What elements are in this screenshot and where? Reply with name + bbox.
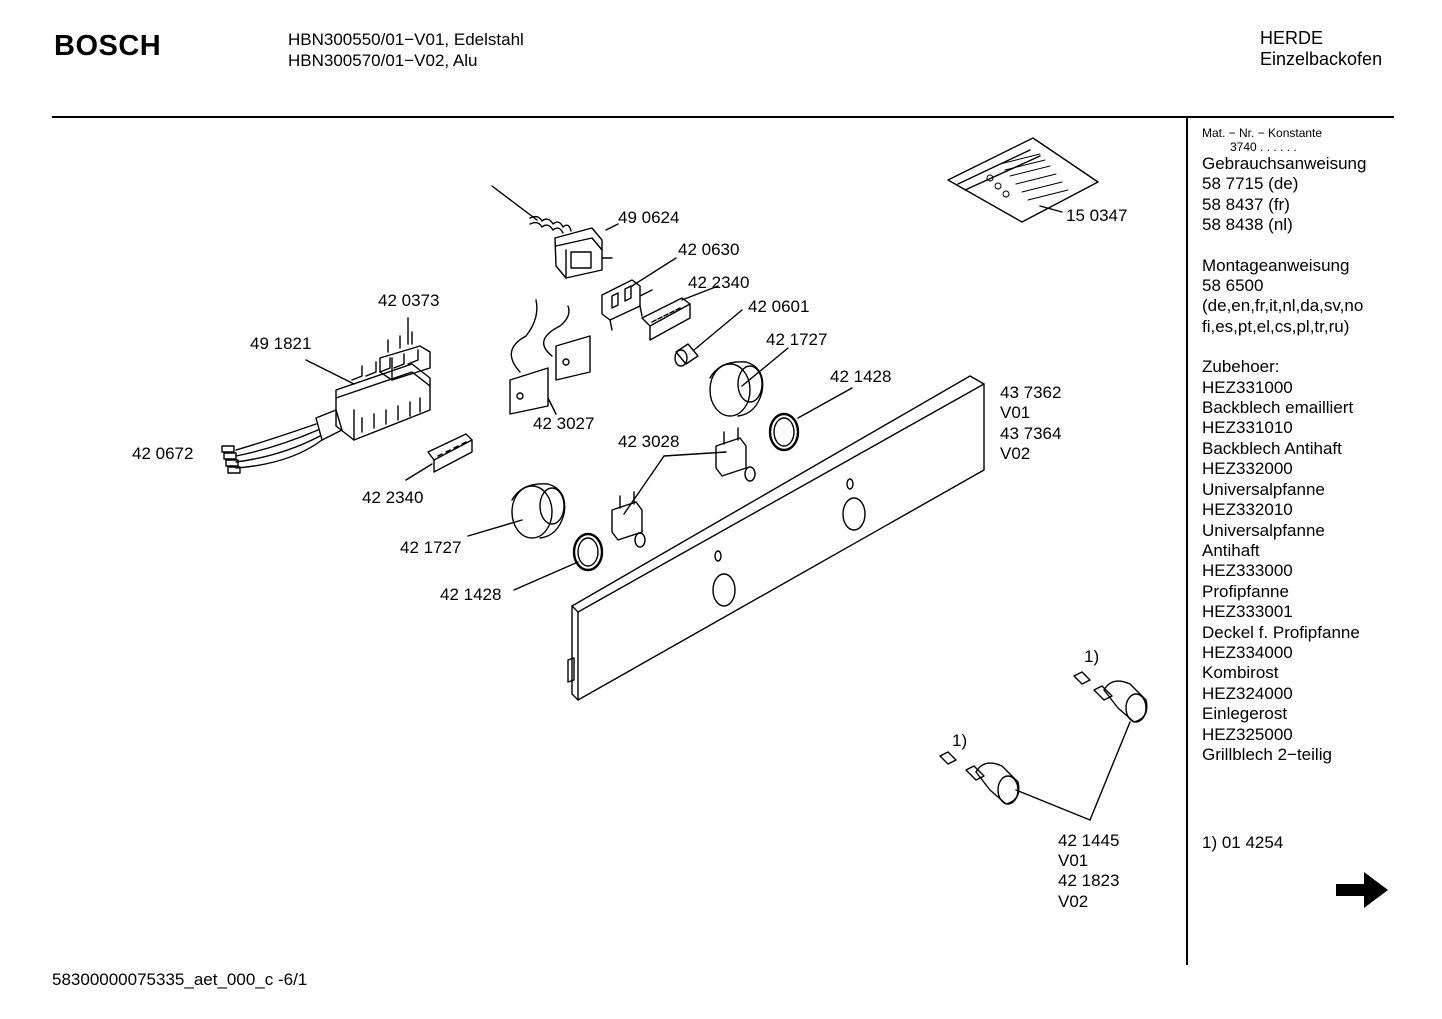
wire-harness-part bbox=[221, 409, 343, 474]
wire-bracket-part bbox=[509, 299, 591, 415]
label-42-3028: 42 3028 bbox=[618, 432, 679, 451]
sidebar-line: HEZ332000 bbox=[1202, 459, 1293, 479]
ring-upper bbox=[768, 412, 800, 452]
label-variant-v01-panel: V01 bbox=[1000, 403, 1030, 422]
sidebar-line: Antihaft bbox=[1202, 540, 1260, 560]
control-panel-part bbox=[567, 375, 985, 701]
control-knob-lower bbox=[939, 751, 1020, 805]
sidebar-line: Backblech emailliert bbox=[1202, 398, 1354, 418]
sidebar-line: Profipfanne bbox=[1202, 581, 1289, 601]
connector-small-part bbox=[379, 331, 431, 381]
label-42-1727-upper: 42 1727 bbox=[766, 330, 827, 349]
terminal-strip-part bbox=[335, 349, 431, 441]
header-divider bbox=[52, 116, 1394, 118]
sidebar-line: HEZ333001 bbox=[1202, 602, 1293, 622]
connector-part-lower bbox=[427, 433, 473, 473]
label-42-2340-lower: 42 2340 bbox=[362, 488, 423, 507]
sidebar-line: HEZ324000 bbox=[1202, 683, 1293, 703]
sidebar-line: HEZ331000 bbox=[1202, 377, 1293, 397]
model-line-1: HBN300550/01−V01, Edelstahl bbox=[288, 30, 524, 49]
sidebar-line: 58 7715 (de) bbox=[1202, 174, 1299, 194]
label-49-1821: 49 1821 bbox=[250, 334, 311, 353]
label-42-1823: 42 1823 bbox=[1058, 871, 1119, 890]
label-42-0373: 42 0373 bbox=[378, 291, 439, 310]
label-variant-v02-knob: V02 bbox=[1058, 892, 1088, 911]
sidebar-line: Universalpfanne bbox=[1202, 520, 1325, 540]
knob-sleeve-lower bbox=[511, 483, 566, 539]
connector-part-upper bbox=[641, 297, 691, 341]
label-42-1428-upper: 42 1428 bbox=[830, 367, 891, 386]
mat-nr-label: Mat. − Nr. − Konstante bbox=[1202, 126, 1323, 140]
footnote-marker-upper: 1) bbox=[1084, 647, 1099, 666]
sidebar-divider bbox=[1186, 117, 1188, 965]
sidebar-line: (de,en,fr,it,nl,da,sv,no bbox=[1202, 296, 1364, 316]
sidebar-line: Universalpfanne bbox=[1202, 479, 1325, 499]
brand-logo: BOSCH bbox=[54, 30, 162, 62]
label-49-0624: 49 0624 bbox=[618, 208, 679, 227]
product-category: HERDE Einzelbackofen bbox=[1260, 28, 1382, 70]
label-42-0630: 42 0630 bbox=[678, 240, 739, 259]
label-42-0672: 42 0672 bbox=[132, 444, 193, 463]
document-id: 58300000075335_aet_000_c -6/1 bbox=[52, 970, 308, 989]
sidebar-line: fi,es,pt,el,cs,pl,tr,ru) bbox=[1202, 316, 1350, 336]
sidebar-line: Einlegerost bbox=[1202, 704, 1288, 724]
sidebar-line: HEZ332010 bbox=[1202, 500, 1293, 520]
sidebar-line: Backblech Antihaft bbox=[1202, 438, 1342, 458]
category-line-2: Einzelbackofen bbox=[1260, 49, 1383, 69]
sidebar-line: Zubehoer: bbox=[1202, 357, 1280, 377]
category-line-1: HERDE bbox=[1260, 28, 1324, 48]
sidebar-line: 58 8438 (nl) bbox=[1202, 215, 1293, 235]
footnote-marker-lower: 1) bbox=[952, 731, 967, 750]
sidebar-line: Deckel f. Profipfanne bbox=[1202, 622, 1360, 642]
label-42-2340-upper: 42 2340 bbox=[688, 273, 749, 292]
sidebar-line: Kombirost bbox=[1202, 663, 1279, 683]
sidebar-line: HEZ333000 bbox=[1202, 561, 1293, 581]
sidebar-line: Grillblech 2−teilig bbox=[1202, 744, 1332, 764]
spindle-part bbox=[674, 343, 699, 367]
thermostat-part bbox=[491, 185, 613, 279]
label-42-1727-lower: 42 1727 bbox=[400, 538, 461, 557]
sidebar-info: Mat. − Nr. − Konstante 3740 . . . . . . … bbox=[1202, 126, 1392, 765]
label-42-1445: 42 1445 bbox=[1058, 831, 1119, 850]
mat-nr-value: 3740 . . . . . . bbox=[1230, 140, 1297, 154]
label-42-0601: 42 0601 bbox=[748, 297, 809, 316]
sidebar-line: 58 8437 (fr) bbox=[1202, 194, 1290, 214]
label-43-7362: 43 7362 bbox=[1000, 383, 1061, 402]
knob-sleeve-upper bbox=[709, 361, 764, 417]
sidebar-line: Montageanweisung bbox=[1202, 255, 1350, 275]
label-variant-v01-knob: V01 bbox=[1058, 851, 1088, 870]
sidebar-line: HEZ331010 bbox=[1202, 418, 1293, 438]
sidebar-line: Gebrauchsanweisung bbox=[1202, 154, 1367, 173]
control-knob-upper bbox=[1073, 671, 1148, 723]
bracket-part bbox=[601, 279, 653, 331]
label-variant-v02-panel: V02 bbox=[1000, 444, 1030, 463]
screw-bag-part bbox=[947, 137, 1099, 223]
label-42-3027: 42 3027 bbox=[533, 414, 594, 433]
sidebar-line: HEZ325000 bbox=[1202, 724, 1293, 744]
label-42-1428-lower: 42 1428 bbox=[440, 585, 501, 604]
sidebar-line: 58 6500 bbox=[1202, 276, 1264, 296]
footnote-value: 1) 01 4254 bbox=[1202, 833, 1284, 852]
model-list: HBN300550/01−V01, Edelstahl HBN300570/01… bbox=[288, 29, 524, 71]
label-43-7364: 43 7364 bbox=[1000, 424, 1061, 443]
label-15-0347: 15 0347 bbox=[1066, 206, 1127, 225]
switch-bracket-part bbox=[611, 427, 756, 548]
ring-lower bbox=[572, 532, 604, 572]
model-line-2: HBN300570/01−V02, Alu bbox=[288, 51, 478, 70]
sidebar-line: HEZ334000 bbox=[1202, 642, 1293, 662]
right-arrow-icon[interactable] bbox=[1334, 868, 1390, 917]
